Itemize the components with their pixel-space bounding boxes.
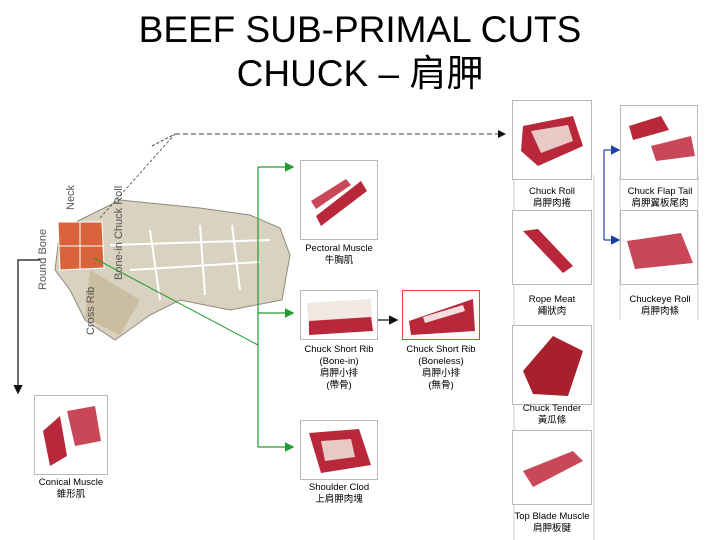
label-zh: 繩狀肉 (537, 306, 567, 317)
label-zh-2: (帶骨) (326, 380, 352, 391)
chuck-short-rib-bone-in-image (300, 290, 378, 340)
label-zh: 肩胛板腱 (532, 523, 571, 534)
label-zh: 肩胛小排 (319, 368, 358, 379)
carcass-label-neck: Neck (65, 184, 77, 210)
label-zh: 肩胛翼板尾肉 (631, 198, 689, 209)
label-zh: 上肩胛肉塊 (315, 494, 363, 505)
caption-chuckeye-roll: Chuckeye Roll 肩胛肉條 (612, 294, 708, 318)
chuckeye-roll-image (620, 210, 698, 285)
label-en: Rope Meat (528, 294, 576, 305)
caption-chuck-roll: Chuck Roll 肩胛肉捲 (512, 186, 592, 210)
pectoral-muscle-image (300, 160, 378, 240)
label-en: Chuck Flap Tail (627, 186, 693, 197)
label-en: Chuck Tender (522, 403, 582, 414)
caption-conical-muscle: Conical Muscle 錐形肌 (26, 477, 116, 501)
conical-muscle-image (34, 395, 108, 475)
caption-chuck-short-rib-bone-in: Chuck Short Rib (Bone-in) 肩胛小排 (帶骨) (296, 344, 382, 392)
label-zh: 肩胛肉條 (640, 306, 679, 317)
shoulder-clod-image (300, 420, 378, 480)
label-zh-2: (無骨) (428, 380, 454, 391)
chuck-short-rib-boneless-image (402, 290, 480, 340)
label-zh: 錐形肌 (56, 489, 86, 500)
label-en: Pectoral Muscle (305, 243, 373, 254)
label-zh: 牛胸肌 (324, 255, 354, 266)
label-en: Chuckeye Roll (629, 294, 691, 305)
label-en-2: (Bone-in) (319, 356, 359, 367)
caption-chuck-tender: Chuck Tender 黃瓜條 (508, 403, 596, 427)
caption-rope-meat: Rope Meat 繩狀肉 (512, 294, 592, 318)
label-en: Shoulder Clod (308, 482, 370, 493)
chuck-flap-tail-image (620, 105, 698, 180)
chuck-roll-image (512, 100, 592, 180)
dashed-leader-line (151, 133, 176, 147)
black-arrow-conical (13, 259, 40, 395)
label-zh: 肩胛小排 (421, 368, 460, 379)
neck-leader-line (99, 133, 176, 219)
label-en: Conical Muscle (38, 477, 104, 488)
label-en: Chuck Short Rib (406, 344, 476, 355)
rope-meat-image (512, 210, 592, 285)
label-en: Chuck Short Rib (304, 344, 374, 355)
top-blade-muscle-image (512, 430, 592, 505)
carcass-label-cross-rib: Cross Rib (85, 287, 97, 335)
caption-chuck-flap-tail: Chuck Flap Tail 肩胛翼板尾肉 (612, 186, 708, 210)
label-zh: 黃瓜條 (537, 415, 567, 426)
caption-chuck-short-rib-boneless: Chuck Short Rib (Boneless) 肩胛小排 (無骨) (398, 344, 484, 392)
caption-shoulder-clod: Shoulder Clod 上肩胛肉塊 (296, 482, 382, 506)
caption-pectoral-muscle: Pectoral Muscle 牛胸肌 (300, 243, 378, 267)
label-en: Top Blade Muscle (514, 511, 590, 522)
carcass-illustration (54, 199, 291, 341)
caption-top-blade-muscle: Top Blade Muscle 肩胛板腱 (506, 511, 598, 535)
chuck-tender-image (512, 325, 592, 405)
label-en-2: (Boneless) (418, 356, 464, 367)
page-title: BEEF SUB-PRIMAL CUTS (138, 9, 582, 50)
page-subtitle: CHUCK – 肩胛 (236, 53, 484, 94)
carcass-label-bone-in-chuck-roll: Bone-in Chuck Roll (113, 186, 125, 280)
label-en: Chuck Roll (529, 186, 575, 197)
carcass-label-round-bone: Round Bone (37, 229, 49, 290)
label-zh: 肩胛肉捲 (532, 198, 571, 209)
